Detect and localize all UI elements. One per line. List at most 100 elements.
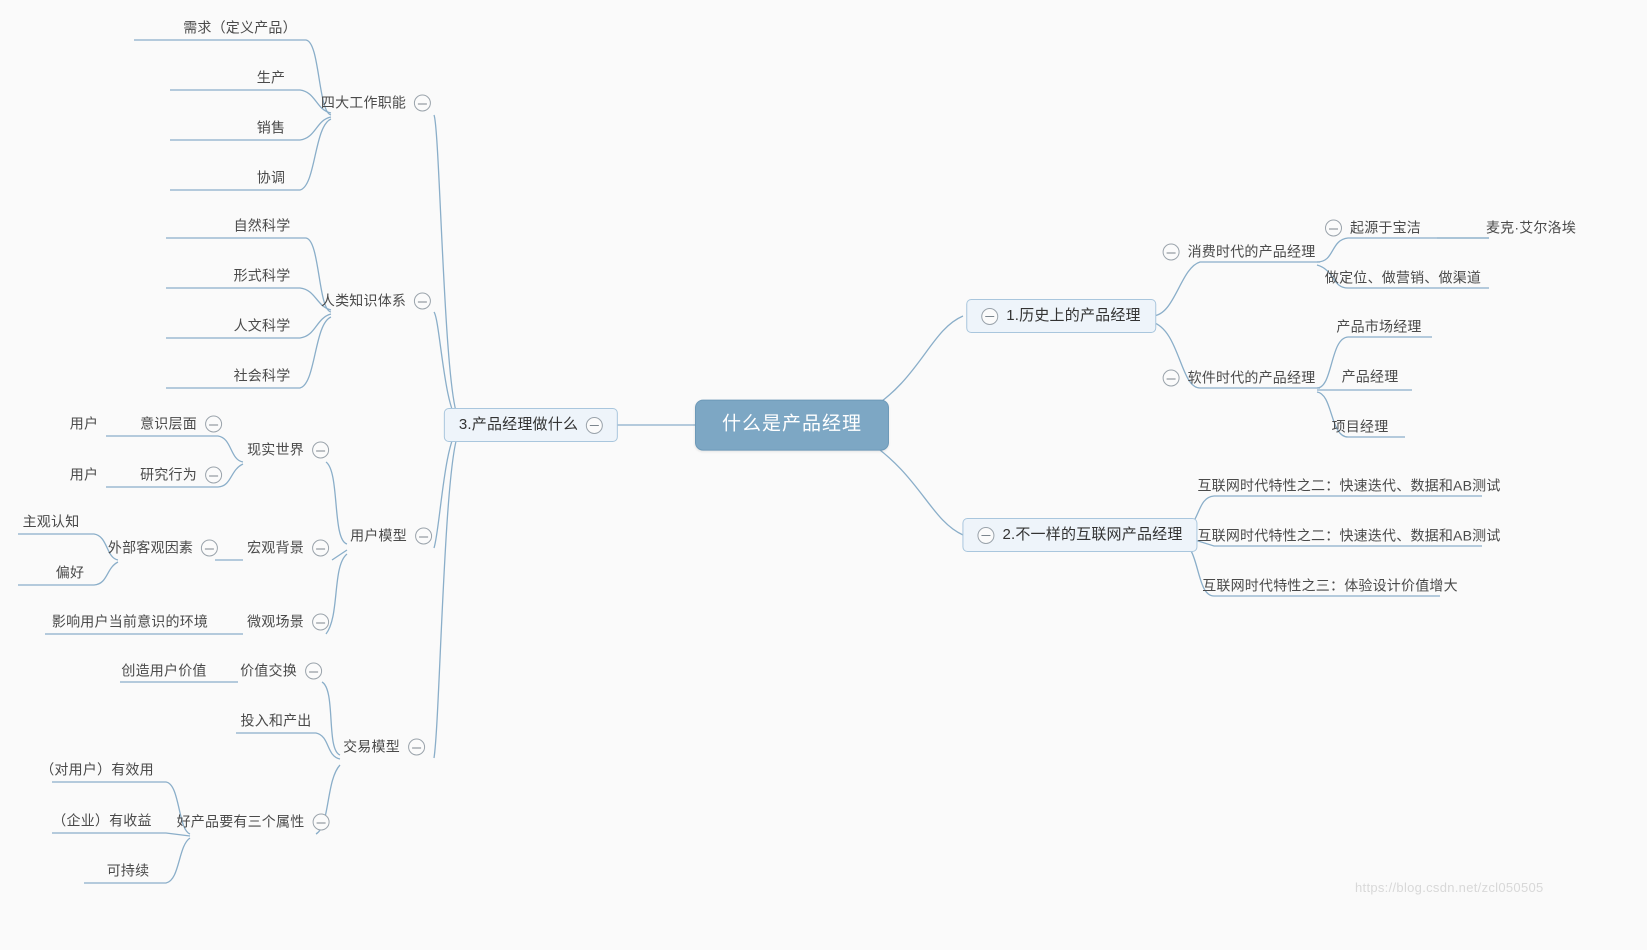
mindmap-node-n40[interactable]: 投入和产出 bbox=[241, 713, 312, 730]
mindmap-node-n18[interactable]: 销售 bbox=[257, 120, 285, 137]
mindmap-node-n22[interactable]: 形式科学 bbox=[234, 268, 291, 285]
mindmap-node-n1[interactable]: 1.历史上的产品经理 bbox=[966, 299, 1156, 333]
node-label: 研究行为 bbox=[140, 466, 197, 483]
node-label: 生产 bbox=[256, 69, 286, 86]
mindmap-node-n23[interactable]: 人文科学 bbox=[234, 318, 291, 335]
mindmap-node-n29[interactable]: 研究行为 bbox=[140, 466, 222, 484]
node-label: 销售 bbox=[256, 119, 286, 136]
mindmap-node-n15[interactable]: 四大工作职能 bbox=[321, 94, 432, 112]
node-label: 用户 bbox=[69, 466, 99, 483]
mindmap-node-n17[interactable]: 生产 bbox=[257, 70, 285, 87]
collapse-toggle-icon[interactable] bbox=[1162, 369, 1180, 387]
collapse-toggle-icon[interactable] bbox=[981, 307, 999, 325]
mindmap-node-n6[interactable]: 软件时代的产品经理 bbox=[1162, 369, 1316, 387]
collapse-toggle-icon[interactable] bbox=[586, 416, 604, 434]
node-label: 互联网时代特性之二：快速迭代、数据和AB测试 bbox=[1197, 477, 1501, 494]
collapse-toggle-icon[interactable] bbox=[414, 527, 432, 545]
mindmap-node-n9[interactable]: 项目经理 bbox=[1332, 419, 1389, 436]
node-label: 价值交换 bbox=[240, 662, 297, 679]
node-label: 形式科学 bbox=[233, 267, 291, 284]
mindmap-node-n25[interactable]: 用户模型 bbox=[350, 527, 432, 545]
node-label: 项目经理 bbox=[1331, 418, 1389, 435]
mindmap-node-n2[interactable]: 消费时代的产品经理 bbox=[1162, 243, 1316, 261]
mindmap-node-n36[interactable]: 影响用户当前意识的环境 bbox=[52, 614, 208, 631]
node-label: 自然科学 bbox=[233, 217, 291, 234]
mindmap-node-n12[interactable]: 互联网时代特性之二：快速迭代、数据和AB测试 bbox=[1197, 528, 1500, 545]
collapse-toggle-icon[interactable] bbox=[414, 94, 432, 112]
mindmap-node-n10[interactable]: 2.不一样的互联网产品经理 bbox=[962, 518, 1198, 552]
mindmap-node-n27[interactable]: 意识层面 bbox=[140, 415, 222, 433]
collapse-toggle-icon[interactable] bbox=[201, 539, 219, 557]
node-label: 主观认知 bbox=[22, 513, 80, 530]
node-label: 互联网时代特性之三：体验设计价值增大 bbox=[1202, 577, 1458, 594]
node-label: 好产品要有三个属性 bbox=[176, 813, 305, 830]
mindmap-node-n39[interactable]: 创造用户价值 bbox=[121, 663, 206, 680]
collapse-toggle-icon[interactable] bbox=[311, 613, 329, 631]
collapse-toggle-icon[interactable] bbox=[1162, 243, 1180, 261]
mindmap-node-n24[interactable]: 社会科学 bbox=[234, 368, 291, 385]
collapse-toggle-icon[interactable] bbox=[304, 662, 322, 680]
mindmap-node-n3[interactable]: 起源于宝洁 bbox=[1325, 219, 1421, 237]
mindmap-node-n4[interactable]: 麦克·艾尔洛埃 bbox=[1486, 220, 1576, 237]
collapse-toggle-icon[interactable] bbox=[407, 738, 425, 756]
node-label: 外部客观因素 bbox=[107, 539, 194, 556]
mindmap-node-n34[interactable]: 偏好 bbox=[56, 565, 84, 582]
node-label: 产品市场经理 bbox=[1336, 318, 1422, 335]
node-label: 1.历史上的产品经理 bbox=[1006, 307, 1141, 324]
node-label: 需求（定义产品） bbox=[183, 19, 297, 36]
root-label: 什么是产品经理 bbox=[721, 413, 863, 435]
collapse-toggle-icon[interactable] bbox=[977, 526, 995, 544]
mindmap-node-n31[interactable]: 宏观背景 bbox=[247, 539, 329, 557]
collapse-toggle-icon[interactable] bbox=[312, 813, 330, 831]
mindmap-node-n8[interactable]: 产品经理 bbox=[1342, 369, 1399, 386]
node-label: 互联网时代特性之二：快速迭代、数据和AB测试 bbox=[1197, 527, 1501, 544]
root-node[interactable]: 什么是产品经理 bbox=[694, 399, 890, 451]
collapse-toggle-icon[interactable] bbox=[311, 539, 329, 557]
mindmap-node-n35[interactable]: 微观场景 bbox=[247, 613, 329, 631]
mindmap-node-n11[interactable]: 互联网时代特性之二：快速迭代、数据和AB测试 bbox=[1197, 478, 1500, 495]
node-label: 人类知识体系 bbox=[320, 292, 407, 309]
mindmap-node-n38[interactable]: 价值交换 bbox=[240, 662, 322, 680]
node-label: （对用户）有效用 bbox=[40, 761, 154, 778]
node-label: 微观场景 bbox=[247, 613, 304, 630]
collapse-toggle-icon[interactable] bbox=[204, 466, 222, 484]
mindmap-node-n16[interactable]: 需求（定义产品） bbox=[183, 20, 297, 37]
node-label: 人文科学 bbox=[233, 317, 291, 334]
mindmap-node-n26[interactable]: 现实世界 bbox=[247, 441, 329, 459]
mindmap-node-n33[interactable]: 主观认知 bbox=[23, 514, 80, 531]
mindmap-node-n20[interactable]: 人类知识体系 bbox=[320, 292, 432, 310]
node-label: （企业）有收益 bbox=[52, 812, 152, 829]
collapse-toggle-icon[interactable] bbox=[204, 415, 222, 433]
mindmap-node-n44[interactable]: 可持续 bbox=[107, 863, 150, 880]
mindmap-node-n30[interactable]: 用户 bbox=[70, 467, 98, 484]
node-label: 做定位、做营销、做渠道 bbox=[1324, 269, 1482, 286]
mindmap-node-n28[interactable]: 用户 bbox=[70, 416, 98, 433]
mindmap-node-n37[interactable]: 交易模型 bbox=[343, 738, 425, 756]
node-label: 产品经理 bbox=[1341, 368, 1399, 385]
mindmap-node-n7[interactable]: 产品市场经理 bbox=[1336, 319, 1421, 336]
mindmap-node-n19[interactable]: 协调 bbox=[257, 170, 285, 187]
node-label: 起源于宝洁 bbox=[1350, 219, 1421, 236]
node-label: 用户 bbox=[69, 415, 99, 432]
collapse-toggle-icon[interactable] bbox=[414, 292, 432, 310]
node-label: 社会科学 bbox=[233, 367, 291, 384]
node-label: 宏观背景 bbox=[247, 539, 304, 556]
mindmap-node-n13[interactable]: 互联网时代特性之三：体验设计价值增大 bbox=[1202, 578, 1458, 595]
node-label: 2.不一样的互联网产品经理 bbox=[1002, 526, 1183, 543]
mindmap-node-n42[interactable]: （对用户）有效用 bbox=[40, 762, 154, 779]
mindmap-node-n32[interactable]: 外部客观因素 bbox=[107, 539, 219, 557]
node-label: 用户模型 bbox=[350, 527, 407, 544]
node-label: 交易模型 bbox=[343, 738, 400, 755]
mindmap-node-n41[interactable]: 好产品要有三个属性 bbox=[176, 813, 330, 831]
mindmap-node-n43[interactable]: （企业）有收益 bbox=[52, 813, 151, 830]
node-label: 软件时代的产品经理 bbox=[1187, 369, 1316, 386]
collapse-toggle-icon[interactable] bbox=[311, 441, 329, 459]
watermark: https://blog.csdn.net/zcl050505 bbox=[1355, 880, 1544, 895]
node-label: 可持续 bbox=[106, 862, 150, 879]
mindmap-node-n14[interactable]: 3.产品经理做什么 bbox=[443, 408, 619, 442]
node-label: 现实世界 bbox=[247, 441, 304, 458]
mindmap-node-n21[interactable]: 自然科学 bbox=[234, 218, 291, 235]
collapse-toggle-icon[interactable] bbox=[1325, 219, 1342, 237]
mindmap-node-n5[interactable]: 做定位、做营销、做渠道 bbox=[1325, 270, 1481, 287]
